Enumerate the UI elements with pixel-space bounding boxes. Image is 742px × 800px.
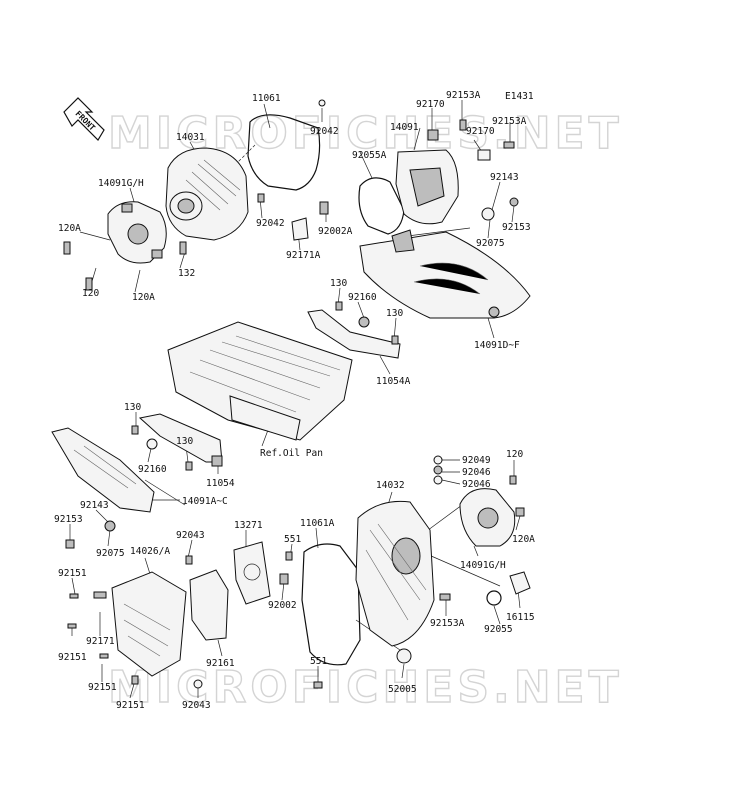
label-551-lower: 551 — [310, 656, 327, 667]
label-130-c: 130 — [124, 402, 141, 413]
label-92160-upper: 92160 — [348, 292, 377, 303]
pin-551-lower — [313, 681, 323, 689]
label-130-d: 130 — [176, 436, 193, 447]
gasket-11061a — [301, 543, 361, 666]
label-14032: 14032 — [376, 480, 405, 491]
label-120a-left2: 120A — [132, 292, 155, 303]
label-120-left: 120 — [82, 288, 99, 299]
front-arrow-icon: FRONT — [63, 97, 105, 141]
label-551-upper: 551 — [284, 534, 301, 545]
oil-pan-ref — [167, 321, 353, 441]
plug-92042-top — [318, 99, 326, 107]
label-92002a: 92002A — [318, 226, 353, 237]
label-92055: 92055 — [484, 624, 513, 635]
label-120a-left: 120A — [58, 223, 81, 234]
part-labels: 11061 92042 14031 14091G/H 120A 120 120A… — [54, 90, 535, 711]
label-92075-lower: 92075 — [96, 548, 125, 559]
gasket-92055a — [358, 177, 405, 235]
label-14031: 14031 — [176, 132, 205, 143]
cover-14091-upper-right — [395, 119, 519, 225]
label-13271: 13271 — [234, 520, 263, 531]
label-92042-mid: 92042 — [256, 218, 285, 229]
label-120a-right: 120A — [512, 534, 535, 545]
bolt-92002 — [279, 573, 289, 585]
label-92046-a: 92046 — [462, 467, 491, 478]
label-132: 132 — [178, 268, 195, 279]
label-52005: 52005 — [388, 684, 417, 695]
label-92151-a: 92151 — [58, 568, 87, 579]
cover-14032 — [355, 500, 435, 664]
watermark-bottom: MICROFICHES.NET — [108, 662, 623, 713]
label-14091gh-right: 14091G/H — [460, 560, 506, 571]
plug-92043-lower — [193, 679, 203, 689]
pin-551-upper — [285, 551, 293, 561]
cover-14091d-f — [359, 229, 531, 319]
label-92153a-top: 92153A — [446, 90, 481, 101]
bolt-92153a-lower — [439, 593, 451, 601]
label-11054: 11054 — [206, 478, 235, 489]
cover-14091a-c — [51, 427, 155, 549]
label-92153-upper: 92153 — [502, 222, 531, 233]
label-ref-oil-pan: Ref.Oil Pan — [260, 448, 323, 459]
label-14091gh-left: 14091G/H — [98, 178, 144, 189]
cover-14031 — [165, 147, 249, 241]
label-92143-lower: 92143 — [80, 500, 109, 511]
plug-16115 — [509, 571, 531, 595]
gasket-13271 — [233, 541, 271, 605]
label-92161: 92161 — [206, 658, 235, 669]
label-92055a: 92055A — [352, 150, 387, 161]
label-92043-lower: 92043 — [182, 700, 211, 711]
label-11061: 11061 — [252, 93, 281, 104]
label-92151-c: 92151 — [88, 682, 117, 693]
label-14026a: 14026/A — [130, 546, 170, 557]
label-92171: 92171 — [86, 636, 115, 647]
label-130-b: 130 — [386, 308, 403, 319]
label-92002: 92002 — [268, 600, 297, 611]
label-92153a-lower: 92153A — [430, 618, 465, 629]
label-14091d-f: 14091D~F — [474, 340, 520, 351]
label-92170-top: 92170 — [416, 99, 445, 110]
label-92043-upper: 92043 — [176, 530, 205, 541]
label-92046-b: 92046 — [462, 479, 491, 490]
label-92042-top: 92042 — [310, 126, 339, 137]
insulator-92161 — [189, 569, 229, 641]
label-92160-lower: 92160 — [138, 464, 167, 475]
label-92151-d: 92151 — [116, 700, 145, 711]
bracket-11054a — [307, 301, 401, 359]
label-92170-right: 92170 — [466, 126, 495, 137]
label-92153-lower: 92153 — [54, 514, 83, 525]
label-16115: 16115 — [506, 612, 535, 623]
shield-14091gh-right — [459, 475, 525, 547]
shield-14091gh-left — [107, 201, 167, 264]
label-14091a-c: 14091A~C — [182, 496, 228, 507]
bolts-upper-left — [63, 193, 329, 291]
label-92143-upper: 92143 — [490, 172, 519, 183]
diagram-code: E1431 — [505, 91, 534, 102]
bracket-11054 — [131, 413, 223, 471]
label-14091-upper: 14091 — [390, 122, 419, 133]
label-92171a: 92171A — [286, 250, 321, 261]
label-92153a-right: 92153A — [492, 116, 527, 127]
label-11054a: 11054A — [376, 376, 411, 387]
label-11061a: 11061A — [300, 518, 335, 529]
o-ring-92055 — [486, 590, 502, 606]
label-92075-upper: 92075 — [476, 238, 505, 249]
washers-92049-92046 — [433, 455, 443, 485]
label-92049: 92049 — [462, 455, 491, 466]
label-130-a: 130 — [330, 278, 347, 289]
cover-14026a — [67, 555, 193, 685]
label-92151-b: 92151 — [58, 652, 87, 663]
gasket-11061 — [247, 114, 321, 191]
label-120-right: 120 — [506, 449, 523, 460]
